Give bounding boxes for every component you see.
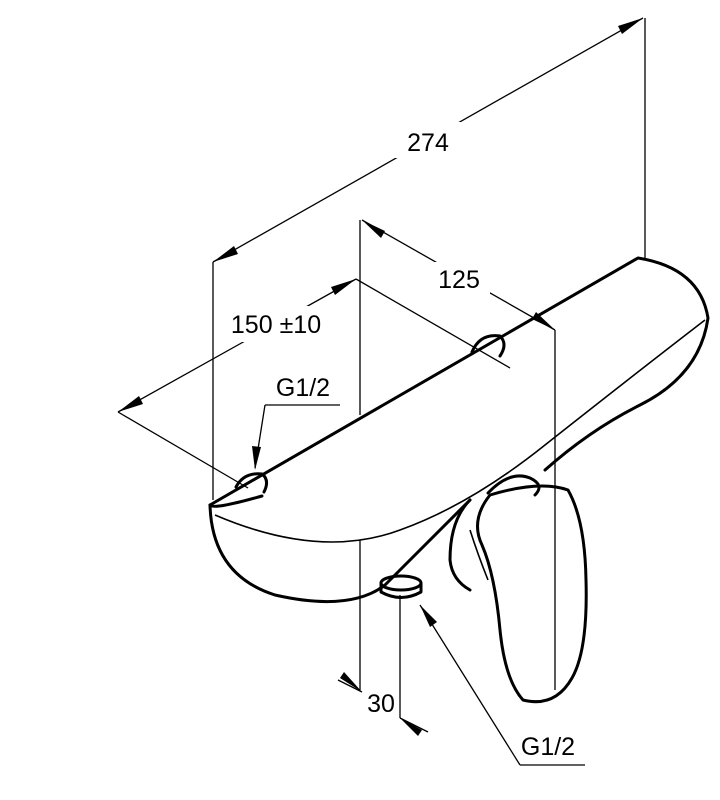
label-overall-length: 274	[407, 129, 449, 157]
label-outlet-offset: 125	[438, 266, 480, 294]
callout-outlet-thread: G1/2	[419, 604, 585, 766]
label-outlet-thread: G1/2	[521, 733, 575, 761]
faucet-outlet	[379, 574, 423, 599]
callout-inlet-thread: G1/2	[252, 374, 340, 470]
label-inlet-centers: 150 ±10	[231, 311, 321, 339]
faucet-lever	[448, 474, 588, 704]
label-outlet-depth: 30	[367, 690, 395, 718]
dimension-outlet-depth: 30	[337, 595, 429, 736]
faucet-body	[208, 256, 710, 604]
dimension-outlet-offset: 125	[359, 219, 556, 690]
dimension-overall-length: 274	[212, 17, 646, 500]
dimension-inlet-centers: 150 ±10	[117, 278, 511, 489]
label-inlet-thread: G1/2	[276, 374, 330, 402]
